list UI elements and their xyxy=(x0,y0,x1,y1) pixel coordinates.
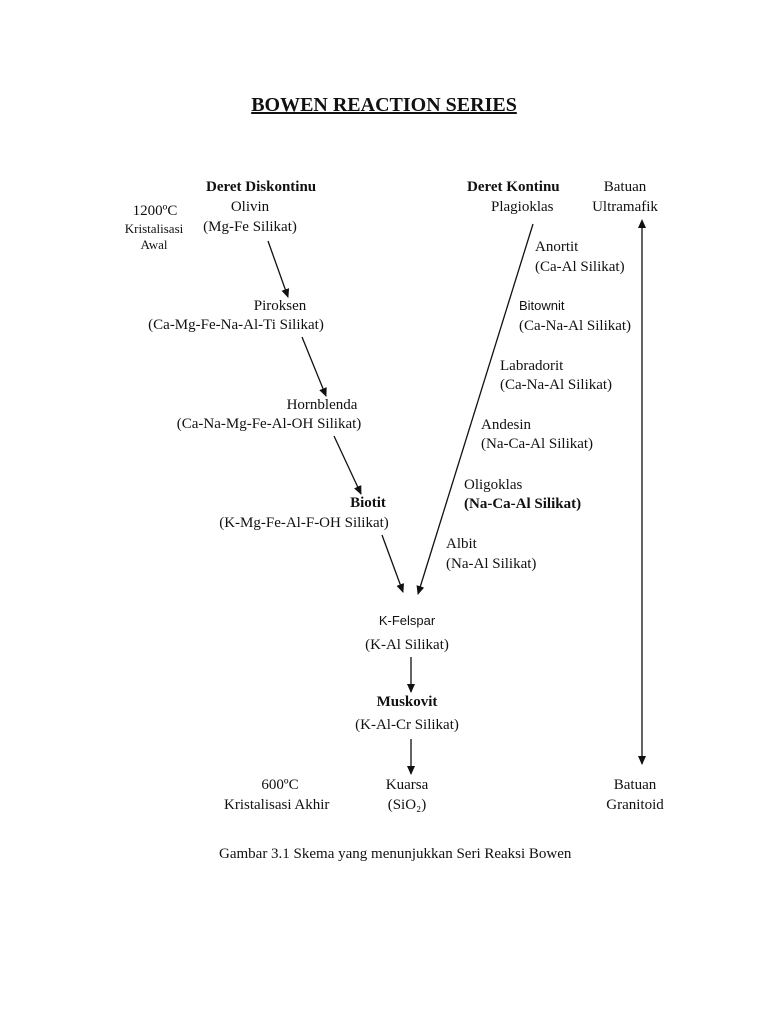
piroksen-formula: (Ca-Mg-Fe-Na-Al-Ti Silikat) xyxy=(148,317,324,333)
labradorit-formula: (Ca-Na-Al Silikat) xyxy=(500,377,613,393)
muskovit-name: Muskovit xyxy=(376,694,438,710)
kuarsa-name: Kuarsa xyxy=(385,777,429,793)
late-crystallization-label: Kristalisasi Akhir xyxy=(224,797,330,813)
continuous-series-header: Deret Kontinu xyxy=(467,179,560,195)
olivin-name: Olivin xyxy=(230,199,270,215)
labradorit-name: Labradorit xyxy=(500,358,564,374)
piroksen-name: Piroksen xyxy=(253,298,307,314)
k-felspar-formula: (K-Al Silikat) xyxy=(365,637,449,653)
low-temperature-label: 600ºC xyxy=(261,777,299,793)
plagioklas-name: Plagioklas xyxy=(491,199,554,215)
early-crystallization-label-line2: Awal xyxy=(140,237,168,252)
andesin-formula: (Na-Ca-Al Silikat) xyxy=(481,436,594,452)
hornblenda-name: Hornblenda xyxy=(286,397,358,413)
arrow-olivin-to-piroksen xyxy=(267,240,290,298)
discontinuous-series-header: Deret Diskontinu xyxy=(206,179,317,195)
oligoklas-formula: (Na-Ca-Al Silikat) xyxy=(464,496,582,512)
high-temperature-label: 1200ºC xyxy=(132,203,178,219)
muskovit-formula: (K-Al-Cr Silikat) xyxy=(355,717,459,733)
biotit-formula: (K-Mg-Fe-Al-F-OH Silikat) xyxy=(219,515,389,531)
andesin-name: Andesin xyxy=(481,417,531,433)
bitownit-formula: (Ca-Na-Al Silikat) xyxy=(519,318,632,334)
rock-type-bottom-line2: Granitoid xyxy=(606,797,664,813)
kuarsa-formula: (SiO₂) xyxy=(387,797,427,813)
figure-caption: Gambar 3.1 Skema yang menunjukkan Seri R… xyxy=(219,846,572,862)
diagram-title: BOWEN REACTION SERIES xyxy=(251,94,517,116)
anortit-name: Anortit xyxy=(535,239,579,255)
arrow-plagioklas-to-k-felspar xyxy=(416,223,534,595)
early-crystallization-label-line1: Kristalisasi xyxy=(124,221,184,236)
arrow-biotit-to-k-felspar xyxy=(381,534,404,593)
rock-type-bottom-line1: Batuan xyxy=(613,777,657,793)
rock-type-top-line2: Ultramafik xyxy=(592,199,658,215)
oligoklas-name: Oligoklas xyxy=(464,477,523,493)
olivin-formula: (Mg-Fe Silikat) xyxy=(203,219,297,235)
arrow-piroksen-to-hornblenda xyxy=(301,336,327,397)
hornblenda-formula: (Ca-Na-Mg-Fe-Al-OH Silikat) xyxy=(176,416,362,432)
biotit-name: Biotit xyxy=(350,495,386,511)
bitownit-name: Bitownit xyxy=(519,298,565,313)
anortit-formula: (Ca-Al Silikat) xyxy=(535,259,625,275)
arrow-hornblenda-to-biotit xyxy=(333,435,362,495)
rock-type-top-line1: Batuan xyxy=(603,179,647,195)
k-felspar-name: K-Felspar xyxy=(378,613,436,628)
albit-name: Albit xyxy=(446,536,477,552)
albit-formula: (Na-Al Silikat) xyxy=(446,556,537,572)
